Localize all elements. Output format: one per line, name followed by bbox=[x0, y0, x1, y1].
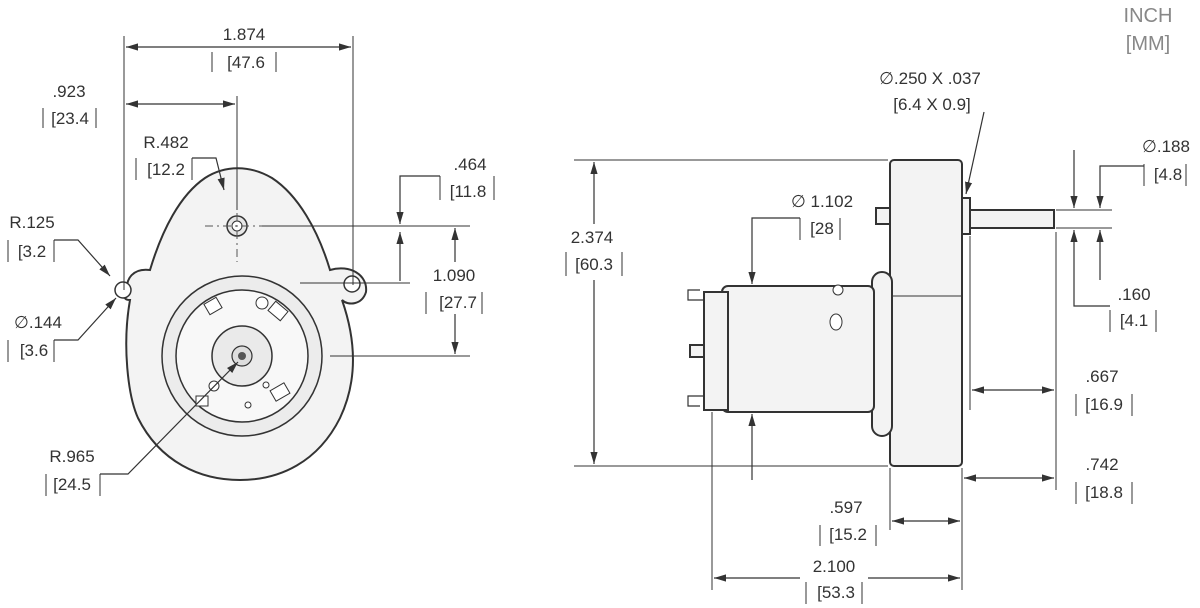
dim-label-bg bbox=[420, 262, 488, 314]
terminal-lower-left bbox=[195, 395, 209, 407]
leader-shaft-to-hole-top bbox=[396, 175, 440, 224]
screw-top bbox=[255, 296, 269, 310]
dim-shaft-total-mm: [18.8 bbox=[1085, 483, 1123, 502]
dim-gearbox-depth-inch: .597 bbox=[829, 498, 862, 517]
dim-overall-width-inch: 1.874 bbox=[223, 25, 266, 44]
dim-shaft-length-inch: .667 bbox=[1085, 367, 1118, 386]
leader-top-radius bbox=[192, 157, 225, 191]
terminal-left bbox=[203, 296, 223, 316]
terminal-bottom bbox=[269, 382, 291, 402]
dim-ear-radius-inch: R.125 bbox=[9, 213, 54, 232]
dim-overall-height-inch: 2.374 bbox=[571, 228, 614, 247]
unit-inch-label: INCH bbox=[1124, 5, 1173, 27]
side-view bbox=[687, 159, 1055, 467]
dim-flat-offset-mm: [4.1 bbox=[1120, 311, 1148, 330]
dim-overall-length-mm: [53.3 bbox=[817, 583, 855, 602]
dim-shaft-dia-full-inch: ∅.250 X .037 bbox=[879, 69, 981, 88]
dim-overall-height-mm: [60.3 bbox=[575, 255, 613, 274]
dim-label-bg bbox=[558, 224, 630, 280]
screw-bottom bbox=[244, 401, 252, 409]
front-view-dimensions: 1.874 [47.6 .923 [23.4 R.482 [12.2 R.125… bbox=[7, 25, 495, 496]
dim-body-radius-inch: R.965 bbox=[49, 447, 94, 466]
leader-motor-dia-top bbox=[748, 217, 800, 284]
leader-flat-offset bbox=[1070, 230, 1110, 307]
right-mount-hole bbox=[343, 275, 361, 293]
dim-hole-to-motor-inch: 1.090 bbox=[433, 266, 476, 285]
terminal-lower bbox=[687, 395, 704, 407]
dim-hole-to-motor-mm: [27.7 bbox=[439, 293, 477, 312]
motor-bushing bbox=[689, 344, 705, 358]
dim-hole-offset-inch: .923 bbox=[52, 82, 85, 101]
front-view bbox=[114, 167, 368, 482]
dim-mount-hole-inch: ∅.144 bbox=[14, 313, 62, 332]
dim-shaft-to-hole-inch: .464 bbox=[453, 155, 486, 174]
dim-flat-offset-inch: .160 bbox=[1117, 285, 1150, 304]
dim-ear-radius-mm: [3.2 bbox=[18, 242, 46, 261]
dim-overall-width-mm: [47.6 bbox=[227, 53, 265, 72]
dim-mount-hole-mm: [3.6 bbox=[20, 341, 48, 360]
leader-ear-radius bbox=[54, 239, 111, 277]
left-mount-hole bbox=[114, 281, 132, 299]
dim-body-radius-mm: [24.5 bbox=[53, 475, 91, 494]
output-shaft bbox=[969, 209, 1055, 229]
dim-shaft-to-hole-mm: [11.8 bbox=[450, 182, 487, 201]
gearbox-boss bbox=[875, 207, 891, 225]
motor-vent-top bbox=[832, 284, 844, 296]
dim-label-bg bbox=[800, 560, 868, 606]
leader-body-radius bbox=[100, 361, 239, 475]
dim-shaft-length-mm: [16.9 bbox=[1085, 395, 1123, 414]
leader-shaft-dia-full bbox=[965, 111, 985, 195]
dim-shaft-total-inch: .742 bbox=[1085, 455, 1118, 474]
dim-top-radius-mm: [12.2 bbox=[147, 160, 185, 179]
terminal-upper bbox=[687, 289, 704, 301]
dim-shaft-dia-inch: ∅.188 bbox=[1142, 137, 1190, 156]
shaft-collar bbox=[961, 197, 971, 235]
motor-shaft-center bbox=[238, 352, 246, 360]
leader-shaft-dia bbox=[1096, 165, 1144, 208]
dim-overall-length-inch: 2.100 bbox=[813, 557, 856, 576]
dim-motor-dia-inch: ∅ 1.102 bbox=[791, 192, 853, 211]
side-view-dimensions: ∅.250 X .037 [6.4 X 0.9] 2.374 [60.3 ∅ 1… bbox=[558, 69, 1190, 606]
terminal-top bbox=[267, 300, 289, 322]
screw-right bbox=[262, 381, 270, 389]
dim-shaft-dia-full-mm: [6.4 X 0.9] bbox=[893, 95, 971, 114]
motor-end-bell bbox=[703, 291, 729, 411]
gearbox-housing bbox=[889, 159, 963, 467]
unit-mm-label: [MM] bbox=[1126, 33, 1170, 55]
dim-gearbox-depth-mm: [15.2 bbox=[829, 525, 867, 544]
motor-vent bbox=[829, 313, 843, 331]
dim-shaft-dia-mm: [4.8 bbox=[1154, 165, 1182, 184]
dim-top-radius-inch: R.482 bbox=[143, 133, 188, 152]
motor-can bbox=[721, 285, 875, 413]
dim-motor-dia-mm: [28 bbox=[810, 219, 834, 238]
leader-mount-hole bbox=[54, 297, 117, 341]
dim-hole-offset-mm: [23.4 bbox=[51, 109, 89, 128]
